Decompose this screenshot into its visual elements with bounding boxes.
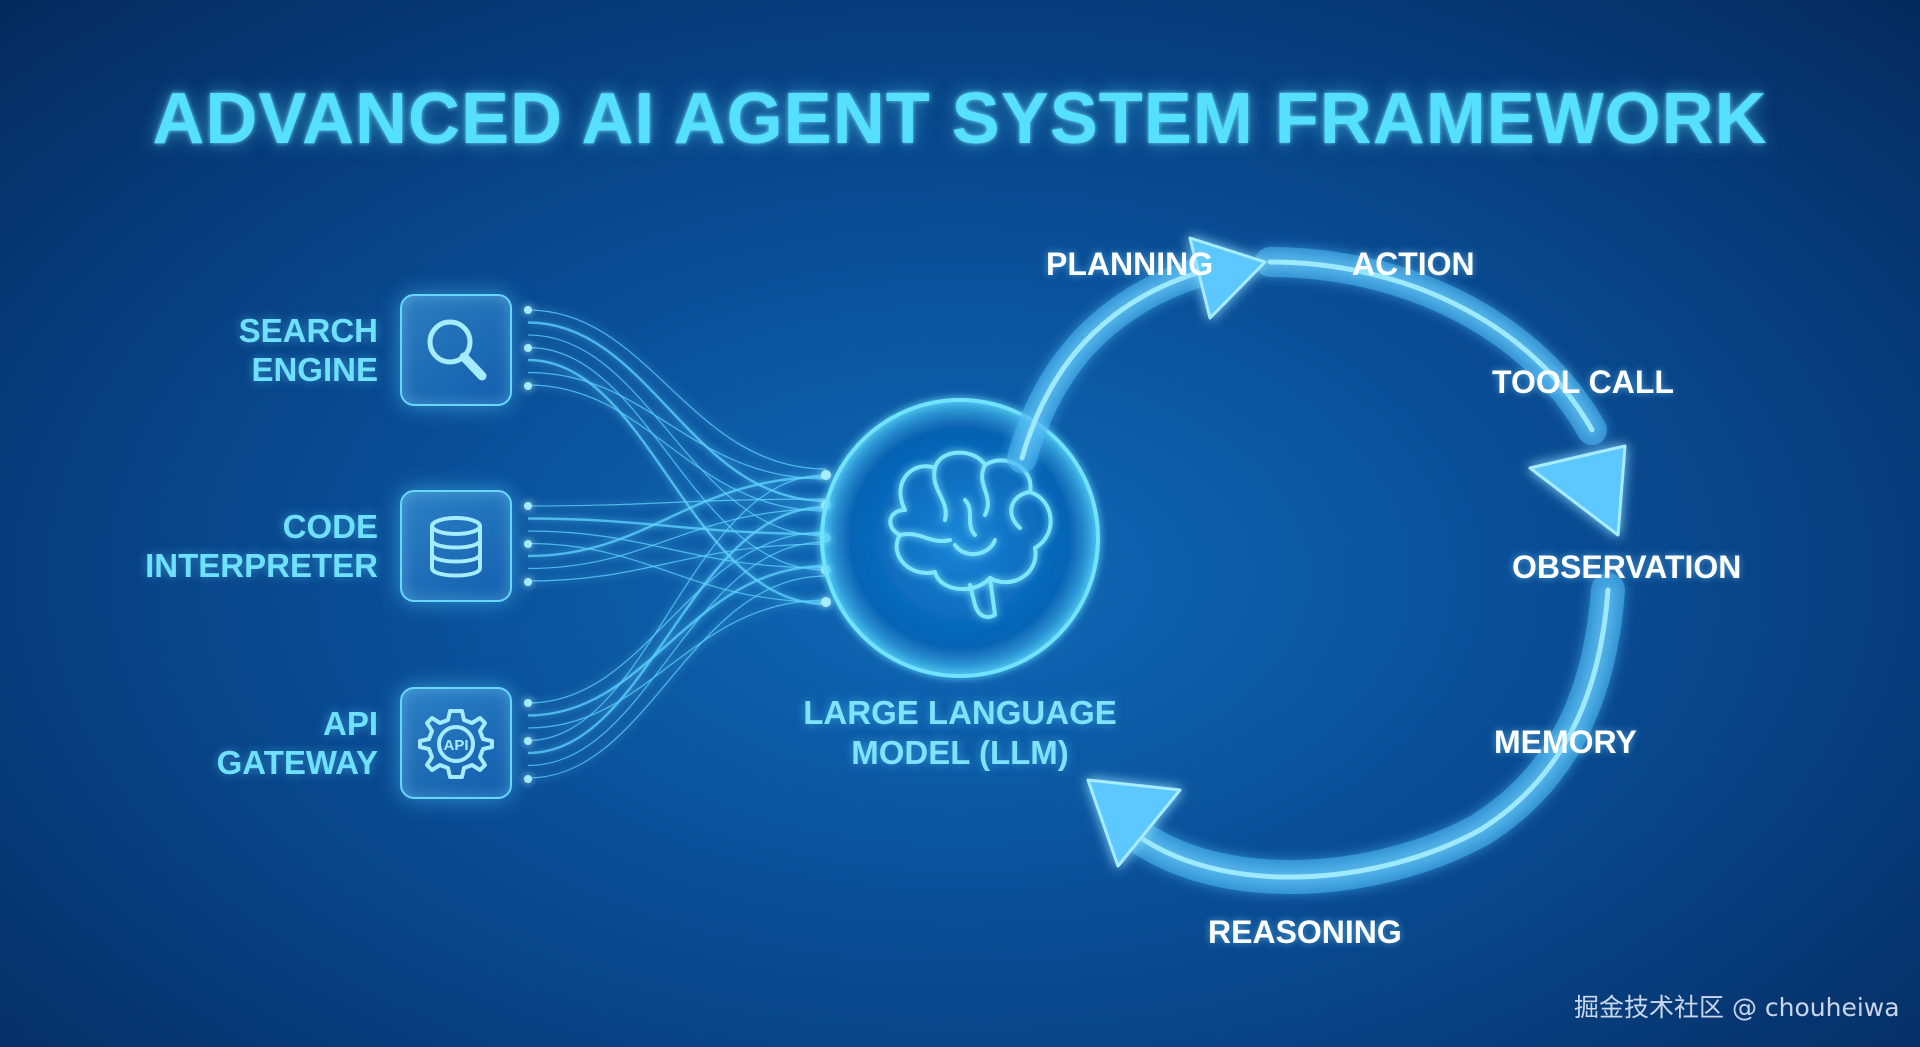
brain-icon — [888, 450, 1053, 619]
cycle-label-action: ACTION — [1352, 246, 1475, 282]
connector-node — [524, 578, 532, 586]
connector-line — [527, 541, 827, 767]
connector-node — [821, 470, 831, 480]
api-icon-text: API — [443, 737, 468, 754]
connector-node — [524, 382, 532, 390]
connector-line — [527, 346, 827, 571]
database-icon — [430, 516, 482, 578]
tool-box-search-engine[interactable] — [400, 294, 512, 406]
connector-node — [524, 344, 532, 352]
connector-line — [527, 531, 827, 704]
connector-line — [527, 371, 827, 480]
connector-line — [527, 575, 827, 779]
connector-node — [524, 540, 532, 548]
connector-line — [527, 309, 827, 470]
api-gear-icon: API — [418, 709, 494, 779]
connector-line — [527, 505, 827, 755]
tool-label-code-interpreter: CODE INTERPRETER — [120, 507, 378, 585]
tool-label-line1: CODE — [282, 508, 378, 545]
connector-node — [524, 775, 532, 783]
connector-line — [527, 599, 827, 729]
cycle-arc-action — [1255, 247, 1607, 445]
connector-line — [527, 564, 827, 717]
connector-line — [527, 358, 827, 606]
tool-box-code-interpreter[interactable] — [400, 490, 512, 602]
connector-node — [524, 699, 532, 707]
cycle-label-observation: OBSERVATION — [1512, 549, 1742, 585]
llm-label-line2: MODEL (LLM) — [851, 734, 1069, 771]
arrowhead-tool-call — [1528, 444, 1627, 537]
cycle-arc-planning — [1007, 257, 1215, 473]
connector-line — [527, 543, 827, 582]
arrowhead-planning — [1188, 236, 1267, 320]
connector-line — [527, 498, 827, 507]
connector-line — [527, 474, 827, 742]
arrowhead-reasoning — [1086, 778, 1182, 868]
tool-label-api-gateway: API GATEWAY — [180, 704, 378, 782]
tool-label-line1: API — [322, 705, 378, 742]
llm-label-line1: LARGE LANGUAGE — [803, 694, 1117, 731]
connector-node — [821, 597, 831, 607]
tool-label-line2: GATEWAY — [216, 744, 378, 781]
cycle-label-reasoning: REASONING — [1208, 914, 1402, 950]
connector-line — [527, 530, 827, 569]
tool-label-search-engine: SEARCH ENGINE — [180, 311, 378, 389]
tool-label-line2: ENGINE — [251, 351, 378, 388]
cycle-label-planning: PLANNING — [1046, 246, 1214, 282]
connector-node — [524, 306, 532, 314]
page-title: ADVANCED AI AGENT SYSTEM FRAMEWORK — [152, 79, 1768, 159]
connector-line — [527, 384, 827, 512]
tool-label-line1: SEARCH — [238, 312, 378, 349]
connector-line — [527, 508, 827, 570]
connector-line — [527, 542, 827, 603]
llm-label: LARGE LANGUAGE MODEL (LLM) — [780, 693, 1140, 773]
connector-line — [527, 475, 827, 558]
connector-node — [524, 502, 532, 510]
tool-box-api-gateway[interactable]: API — [400, 687, 512, 799]
cycle-label-tool-call: TOOL CALL — [1492, 364, 1674, 400]
connector-line — [527, 321, 827, 503]
magnifier-icon — [427, 319, 487, 381]
watermark: 掘金技术社区 @ chouheiwa — [1574, 993, 1900, 1022]
connector-node — [524, 737, 532, 745]
connector-line — [527, 334, 827, 537]
cycle-label-memory: MEMORY — [1494, 724, 1637, 760]
connector-line — [527, 517, 827, 536]
tool-label-line2: INTERPRETER — [145, 547, 378, 584]
